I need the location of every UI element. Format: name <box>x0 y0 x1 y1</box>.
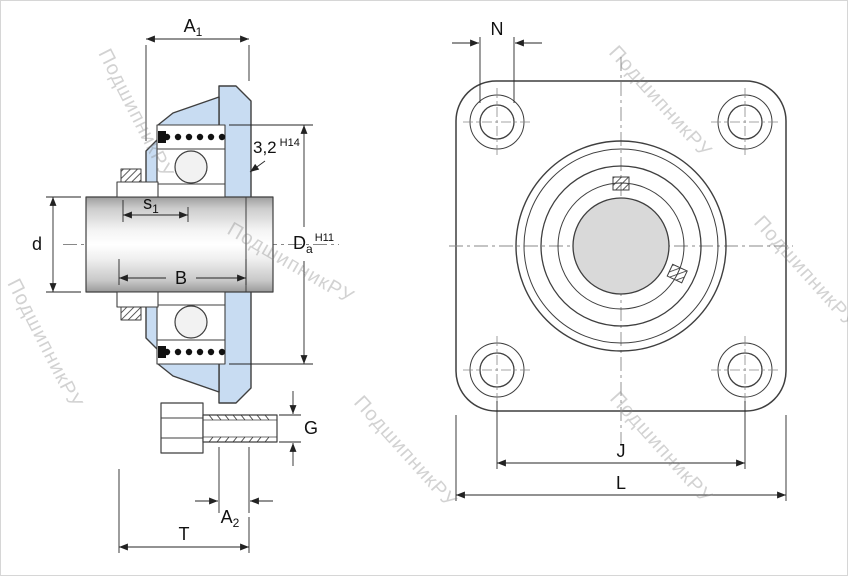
seal-dots-upper <box>163 133 226 141</box>
bearing-upper <box>156 124 226 198</box>
dim-label-da: DaH11 <box>293 232 334 256</box>
ball-upper <box>174 150 208 184</box>
set-screw-upper <box>120 168 142 183</box>
ball-lower <box>174 305 208 339</box>
dim-l <box>455 415 787 501</box>
bearing-boss <box>515 140 727 352</box>
dim-s1 <box>122 200 189 222</box>
dim-da <box>229 124 313 365</box>
dim-label-j: J <box>617 441 626 461</box>
inner-ring-collar-upper <box>116 168 159 198</box>
seal-dots-lower <box>163 348 226 356</box>
seal-block-upper <box>158 131 166 143</box>
dim-label-a2: A2 <box>221 507 240 530</box>
dim-label-t: T <box>179 524 190 544</box>
seal-block-lower <box>158 346 166 358</box>
bearing-lower <box>156 291 226 365</box>
dim-n <box>452 37 542 103</box>
inner-ring-collar-lower <box>116 291 159 321</box>
watermark-text: ПодшипникРУ <box>94 45 178 182</box>
bolt-shank <box>202 414 278 443</box>
dim-label-g: G <box>304 418 318 438</box>
bolt-hole-bottom-right <box>711 336 779 404</box>
dim-b <box>118 259 247 285</box>
dim-label-s1: s1 <box>143 193 159 216</box>
front-view: N J L <box>449 19 793 501</box>
set-screw-lower <box>120 306 142 321</box>
bolt-hole-top-right <box>711 88 779 156</box>
dim-label-d: d <box>32 234 42 254</box>
bolt-head <box>160 402 204 454</box>
watermark-text: ПодшипникРУ <box>349 392 461 513</box>
dim-a2 <box>195 447 273 513</box>
dim-j <box>496 401 746 469</box>
watermark-text: ПодшипникРУ <box>3 275 87 412</box>
mounting-bolt <box>160 402 278 454</box>
dim-d <box>46 196 81 293</box>
dim-label-l: L <box>616 473 626 493</box>
bolt-hole-top-left <box>463 88 531 156</box>
grub-screw-side <box>666 263 688 284</box>
dim-roughness <box>249 160 266 173</box>
dim-label-n: N <box>491 19 504 39</box>
dim-label-b: B <box>175 268 187 288</box>
dim-a1 <box>145 35 250 141</box>
bolt-hole-bottom-left <box>463 336 531 404</box>
dim-label-a1: A1 <box>184 16 203 39</box>
dim-t <box>118 469 250 553</box>
grub-screw-top <box>612 176 630 191</box>
shaft-bore <box>572 197 670 295</box>
dim-g <box>279 391 301 466</box>
bolt-threads <box>208 414 270 443</box>
